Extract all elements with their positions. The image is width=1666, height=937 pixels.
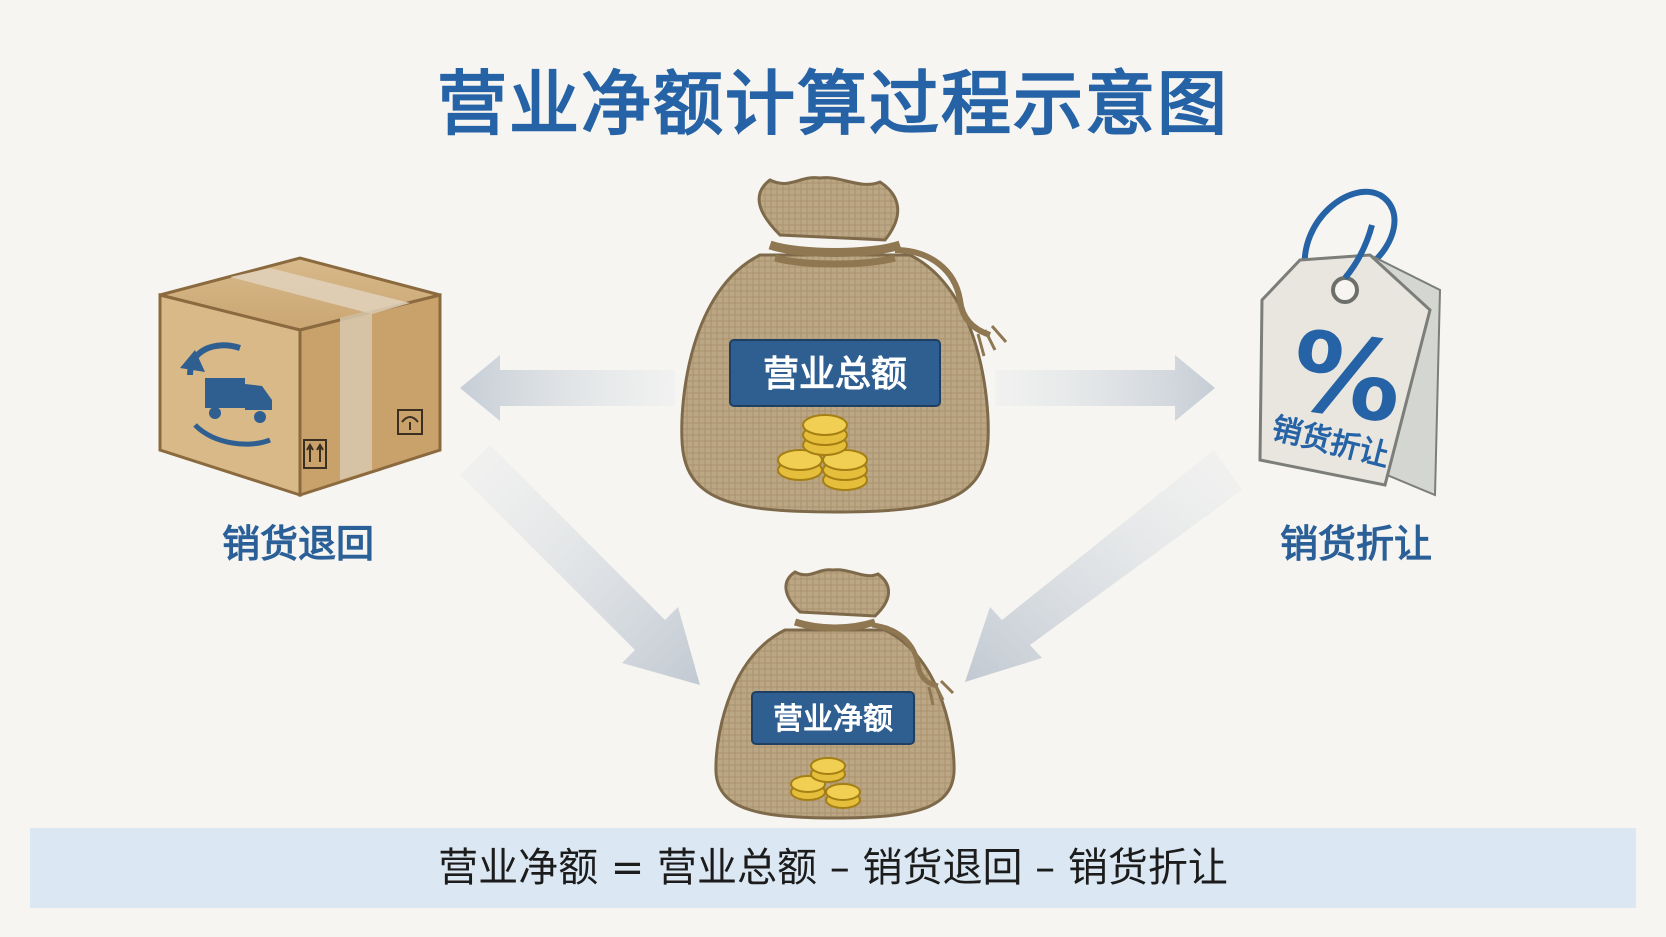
arrow-allowances-to-net (965, 450, 1242, 682)
page-title: 营业净额计算过程示意图 (437, 63, 1229, 145)
formula-bar: 营业净额 = 营业总额 – 销货退回 – 销货折让 (30, 828, 1636, 908)
sales-allowances-label: 销货折让 (1279, 522, 1432, 566)
gross-amount-bag (680, 176, 1008, 514)
cardboard-box-return-icon (158, 256, 442, 498)
arrow-to-returns (460, 355, 675, 421)
gross-bag-label: 营业总额 (763, 354, 907, 395)
gold-coins-small (790, 757, 861, 809)
formula-text: 营业净额 = 营业总额 – 销货退回 – 销货折让 (438, 845, 1228, 891)
arrow-returns-to-net (460, 445, 700, 685)
net-bag-label: 营业净额 (773, 702, 893, 737)
net-amount-bag (714, 568, 956, 820)
price-tag-icon (1258, 188, 1442, 497)
price-tag-symbol: % (1283, 306, 1410, 448)
arrow-to-allowances (995, 355, 1215, 421)
sales-returns-label: 销货退回 (221, 522, 374, 566)
gold-coins (777, 414, 868, 491)
